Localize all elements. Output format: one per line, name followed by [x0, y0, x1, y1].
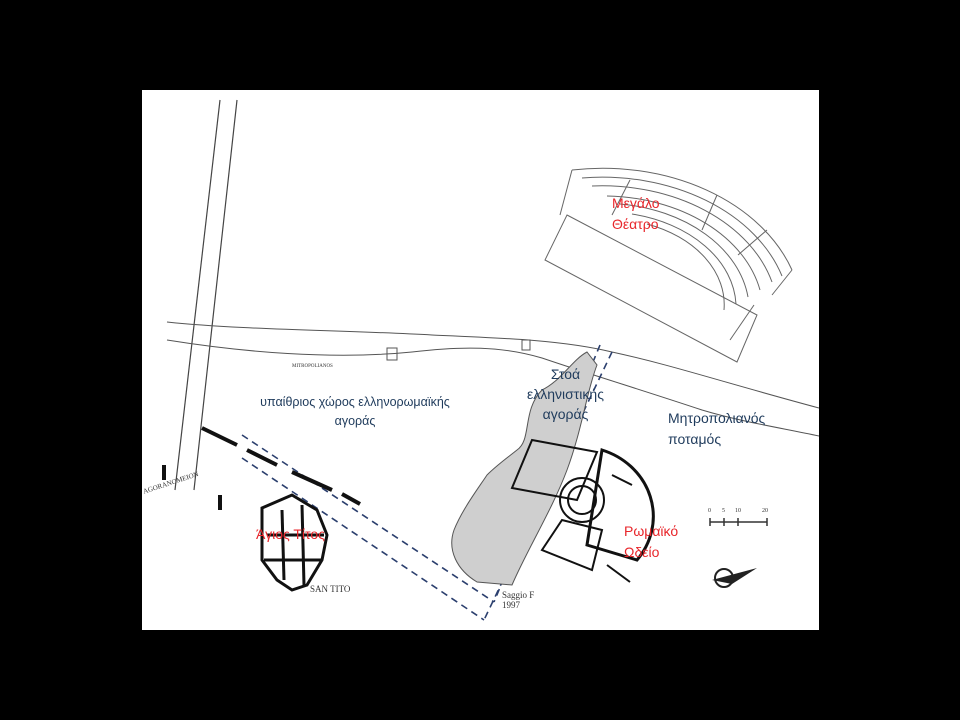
agios-titos-plan: [260, 493, 329, 592]
label-agios-titos: Άγιος Τίτος: [256, 526, 325, 542]
modern-road: [174, 99, 238, 491]
label-river: Μητροπολιανός ποταμός: [668, 410, 766, 447]
excavation-area: [451, 351, 598, 586]
map-panel: Μεγάλο Θέατρο Ρωμαϊκό Ωδείο Άγιος Τίτος …: [142, 90, 819, 630]
label-great-theatre: Μεγάλο Θέατρο: [612, 195, 660, 232]
north-arrow-icon: [712, 568, 757, 588]
label-roman-odeon: Ρωμαϊκό Ωδείο: [624, 523, 679, 560]
site-plan: [162, 99, 819, 621]
label-mitropolianos: MITROPOLIANOS: [292, 364, 333, 369]
label-open-area: υπαίθριος χώρος ελληνορωμαϊκής αγοράς: [260, 395, 450, 428]
roman-odeon-plan: [510, 438, 655, 583]
label-stoa: Στοά ελληνιστικής αγοράς: [527, 366, 604, 422]
river-lines: [166, 321, 819, 437]
agoranomeion-walls: [162, 426, 361, 510]
great-theatre-plan: [544, 167, 793, 363]
label-san-tito: SAN TITO: [310, 584, 351, 594]
label-saggio: Saggio F 1997: [502, 590, 535, 610]
scale-bar: [709, 518, 768, 526]
